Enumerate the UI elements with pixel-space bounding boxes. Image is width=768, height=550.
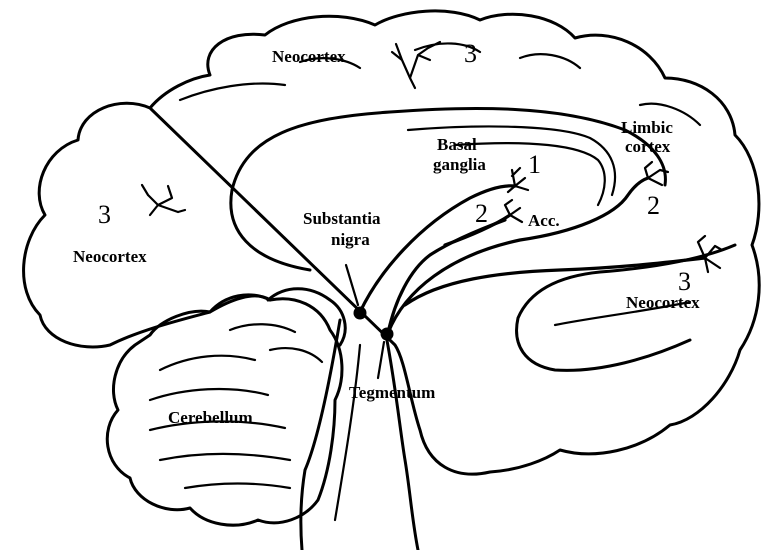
cerebellum-folia: [148, 323, 324, 490]
corpus-callosum-outer: [229, 106, 667, 272]
substantia-nigra-nucleus: [353, 306, 367, 320]
limbic-cortex-label-2: cortex: [625, 137, 671, 156]
tegmentum-nucleus: [380, 327, 394, 341]
tegmentum-label: Tegmentum: [349, 383, 435, 402]
terminal-basal-ganglia: [506, 166, 530, 194]
terminal-neocortex-right: [696, 234, 724, 274]
accumbens-number: 2: [475, 199, 488, 228]
sulcus-upper: [178, 42, 702, 127]
neocortex-top-number: 3: [464, 39, 477, 68]
limbic-cortex-label-1: Limbic: [621, 118, 673, 137]
terminal-limbic-cortex: [643, 160, 670, 187]
cerebellum-label: Cerebellum: [168, 408, 253, 427]
limbic-cortex-number: 2: [647, 191, 660, 220]
neocortex-left-label: Neocortex: [73, 247, 147, 266]
brainstem-inner: [333, 343, 362, 522]
basal-ganglia-label-1: Basal: [437, 135, 477, 154]
nigrostriatal-pathway: [358, 184, 517, 314]
neocortex-right-number: 3: [678, 267, 691, 296]
temporal-lobe-outline: [515, 243, 737, 372]
substantia-nigra-leader: [344, 263, 360, 307]
corpus-callosum-inner: [406, 125, 617, 197]
mesocortical-neocortex-pathway: [403, 256, 707, 307]
neocortex-left-number: 3: [98, 200, 111, 229]
substantia-nigra-label-1: Substantia: [303, 209, 381, 228]
basal-ganglia-number: 1: [528, 150, 541, 179]
terminal-accumbens: [498, 198, 524, 224]
neocortex-right-label: Neocortex: [626, 293, 700, 312]
corpus-callosum-inner-2: [453, 142, 606, 207]
brainstem-outline: [299, 318, 420, 550]
brain-outline: [22, 9, 761, 476]
accumbens-label: Acc.: [528, 211, 560, 230]
neocortex-top-label: Neocortex: [272, 47, 346, 66]
substantia-nigra-label-2: nigra: [331, 230, 370, 249]
temporal-sulcus: [553, 300, 692, 327]
terminal-neocortex-top: [390, 40, 442, 90]
basal-ganglia-label-2: ganglia: [433, 155, 486, 174]
terminal-neocortex-left: [140, 183, 187, 217]
tegmentum-leader: [376, 340, 386, 380]
mesocortical-limbic-pathway: [386, 176, 650, 335]
cerebellum-outline: [105, 293, 344, 527]
